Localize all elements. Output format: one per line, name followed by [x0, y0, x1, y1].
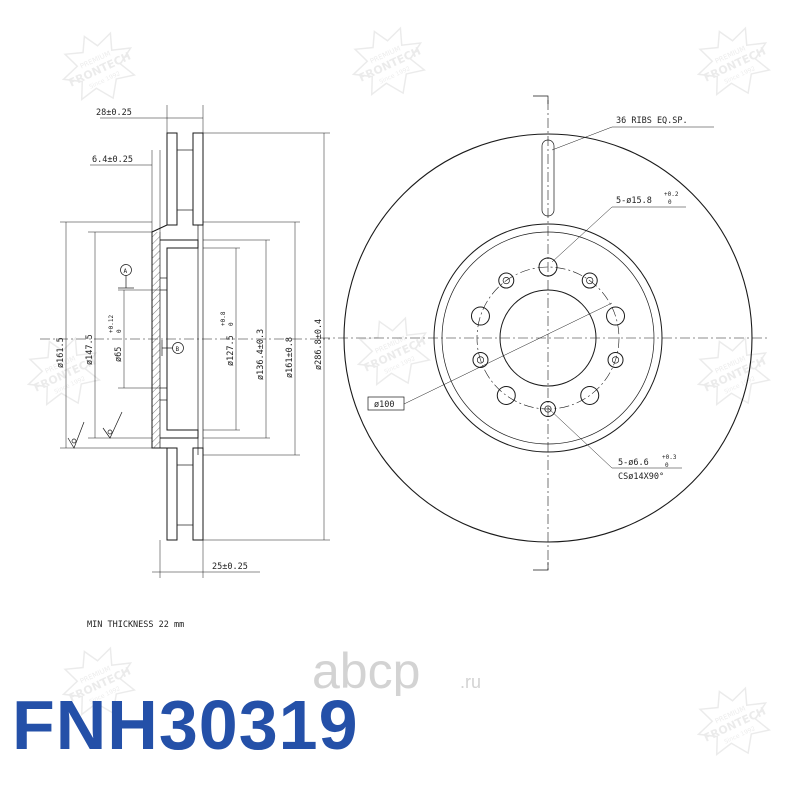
dim-d136-4-label: ø136.4±0.3	[256, 329, 266, 380]
dim-d127-5-tol-lower: 0	[228, 322, 235, 326]
bolt-hole	[496, 385, 516, 405]
locating-hole	[502, 277, 510, 285]
dim-d65-tol-lower: 0	[116, 329, 123, 333]
bolt-hole	[580, 385, 600, 405]
dim-total-thickness-label: 28±0.25	[96, 108, 132, 118]
locating-hole	[476, 356, 485, 364]
dim-d65: ø65 +0.12 0	[108, 289, 160, 389]
holes-small-label: 5-ø6.6	[618, 458, 649, 468]
front-view: 36 RIBS EQ.SP. 5-ø15.8 +0.2 0 ø100 5-ø6.…	[320, 95, 770, 571]
datum-b-label: B	[176, 346, 180, 353]
min-thickness-note: MIN THICKNESS 22 mm	[87, 620, 184, 630]
locating-hole-countersink	[607, 351, 624, 368]
part-number: FNH30319	[12, 686, 359, 764]
dim-hub-thickness: 25±0.25	[152, 540, 260, 578]
locating-holes	[472, 272, 624, 417]
locating-hole-countersink	[498, 272, 515, 289]
dim-d147-5: ø147.5	[85, 231, 152, 439]
seller-logo-domain: .ru	[460, 672, 481, 692]
datum-b: B	[161, 340, 184, 356]
locating-hole	[586, 277, 594, 285]
dim-d161-5: ø161.5	[56, 221, 152, 449]
dim-d161-label: ø161±0.8	[285, 337, 295, 378]
dim-d286-8: ø286.8±0.4	[203, 132, 330, 541]
bolt-hole	[606, 306, 626, 326]
seller-logo-word: abcp	[312, 648, 420, 696]
dim-d161: ø161±0.8	[203, 221, 300, 456]
holes-small-tol-upper: +0.3	[662, 454, 677, 461]
holes-small-callout: 5-ø6.6 +0.3 0 CSø14X90°	[547, 407, 682, 482]
holes-small-tol-lower: 0	[665, 462, 669, 469]
holes-large-callout: 5-ø15.8 +0.2 0	[551, 191, 686, 263]
dim-d161-5-label: ø161.5	[56, 337, 66, 368]
holes-large-tol-lower: 0	[668, 199, 672, 206]
dim-d65-tol-upper: +0.12	[108, 315, 115, 333]
side-view: 28±0.25 6.4±0.25 25±0.25 ø161.5 ø147.5	[40, 105, 330, 578]
seller-logo: abcp .ru	[312, 648, 481, 696]
datum-a-label: A	[124, 268, 128, 275]
section-friction-ring-bottom	[166, 447, 204, 541]
locating-hole-countersink	[472, 351, 489, 368]
locating-hole	[611, 356, 620, 364]
dim-hat-thickness: 6.4±0.25	[90, 150, 161, 232]
ribs-note: 36 RIBS EQ.SP.	[616, 116, 688, 126]
surface-finish-icon	[67, 411, 123, 449]
dim-hat-thickness-label: 6.4±0.25	[92, 155, 133, 165]
countersink-label: CSø14X90°	[618, 472, 664, 482]
locating-hole-countersink	[581, 272, 598, 289]
pcd-label: ø100	[374, 400, 394, 410]
ribs-callout: 36 RIBS EQ.SP.	[551, 116, 714, 151]
holes-large-tol-upper: +0.2	[664, 191, 679, 198]
section-friction-ring-top	[166, 132, 204, 226]
dim-d136-4: ø136.4±0.3	[203, 239, 270, 439]
dim-d147-5-label: ø147.5	[85, 334, 95, 365]
dim-d65-label: ø65	[114, 347, 124, 362]
pcd-callout: ø100	[367, 302, 613, 411]
datum-a: A	[118, 264, 134, 289]
holes-large-label: 5-ø15.8	[616, 196, 652, 206]
dim-d127-5-label: ø127.5	[226, 335, 236, 366]
dim-hub-thickness-label: 25±0.25	[212, 562, 248, 572]
rib-slot	[541, 139, 555, 217]
dim-d127-5-tol-upper: +0.8	[220, 311, 227, 326]
dim-d127-5: ø127.5 +0.8 0	[203, 247, 240, 431]
bolt-hole	[470, 306, 490, 326]
bolt-holes	[470, 257, 626, 405]
section-hat	[151, 224, 204, 455]
dim-total-thickness: 28±0.25	[96, 105, 204, 133]
dim-d286-8-label: ø286.8±0.4	[314, 319, 324, 370]
